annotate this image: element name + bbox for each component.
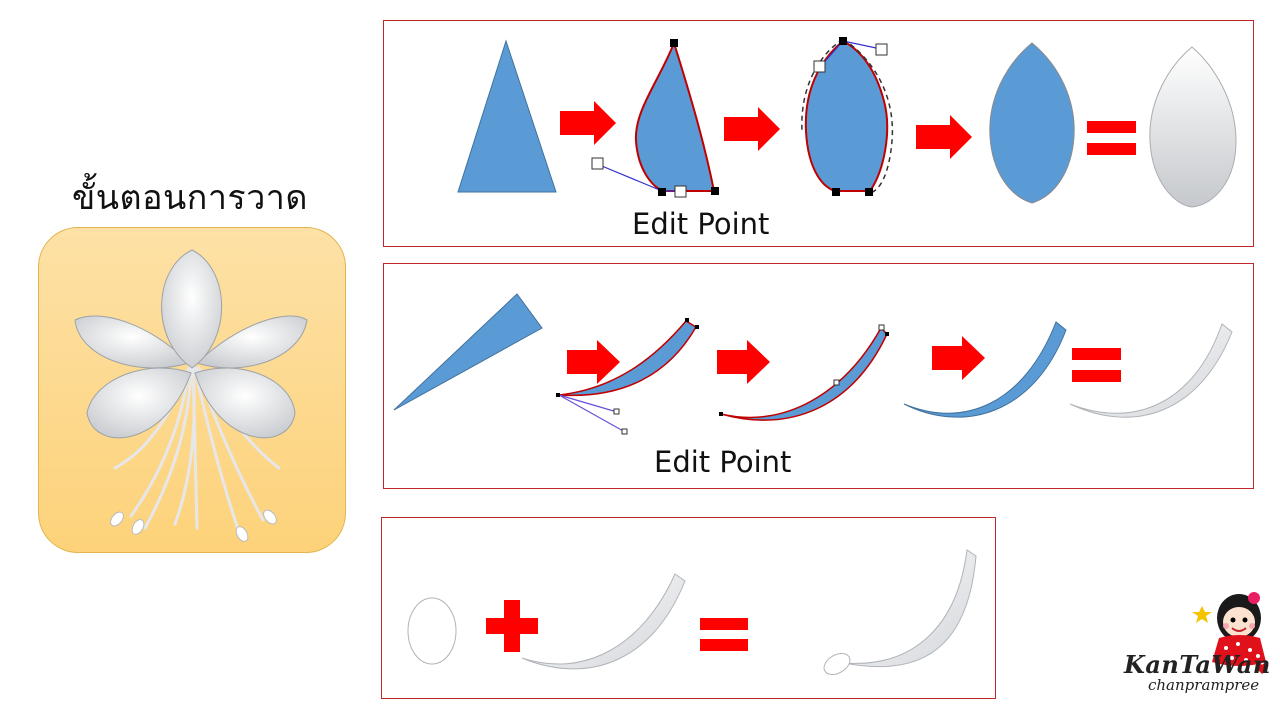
thin-triangle-shape	[393, 293, 543, 411]
right-arrow-icon	[567, 340, 620, 384]
right-arrow-icon	[717, 340, 770, 384]
equals-icon	[1087, 121, 1136, 155]
author-logo: KanTaWan chanprampree	[1114, 572, 1276, 702]
stamen-tip-panel	[381, 517, 996, 699]
grey-petal	[1149, 46, 1237, 208]
curve-edited-2	[720, 326, 888, 421]
equals-icon	[1072, 348, 1121, 382]
equals-icon	[700, 618, 748, 651]
right-arrow-icon	[560, 101, 616, 145]
page-title: ขั้นตอนการวาด	[72, 178, 308, 218]
oval-shape	[407, 597, 457, 665]
flower-card	[38, 227, 346, 553]
petal-lower-left	[86, 367, 192, 439]
cartoon-girl-icon	[1192, 592, 1269, 674]
grey-curve	[521, 573, 686, 670]
logo-subtitle: chanprampree	[1148, 676, 1260, 694]
edited-shape-1	[634, 39, 716, 192]
petal-left	[74, 315, 190, 369]
right-arrow-icon	[932, 336, 985, 380]
combined-stamen	[823, 549, 977, 675]
stamen-steps-panel: Edit Point	[383, 263, 1254, 489]
petal-top	[161, 249, 223, 369]
right-arrow-icon	[724, 107, 780, 151]
petal-right	[196, 315, 308, 369]
logo-name: KanTaWan	[1124, 650, 1271, 679]
petal-lower-right	[194, 367, 296, 439]
blue-curve	[903, 321, 1067, 418]
edit-point-label: Edit Point	[654, 445, 792, 479]
triangle-shape	[457, 39, 557, 193]
plus-icon	[486, 600, 538, 652]
right-arrow-icon	[916, 115, 972, 159]
edit-point-label: Edit Point	[632, 207, 770, 241]
grey-curve	[1069, 323, 1233, 418]
blue-petal	[989, 42, 1075, 204]
petal-steps-panel: Edit Point	[383, 20, 1254, 247]
flower-illustration	[74, 249, 308, 542]
